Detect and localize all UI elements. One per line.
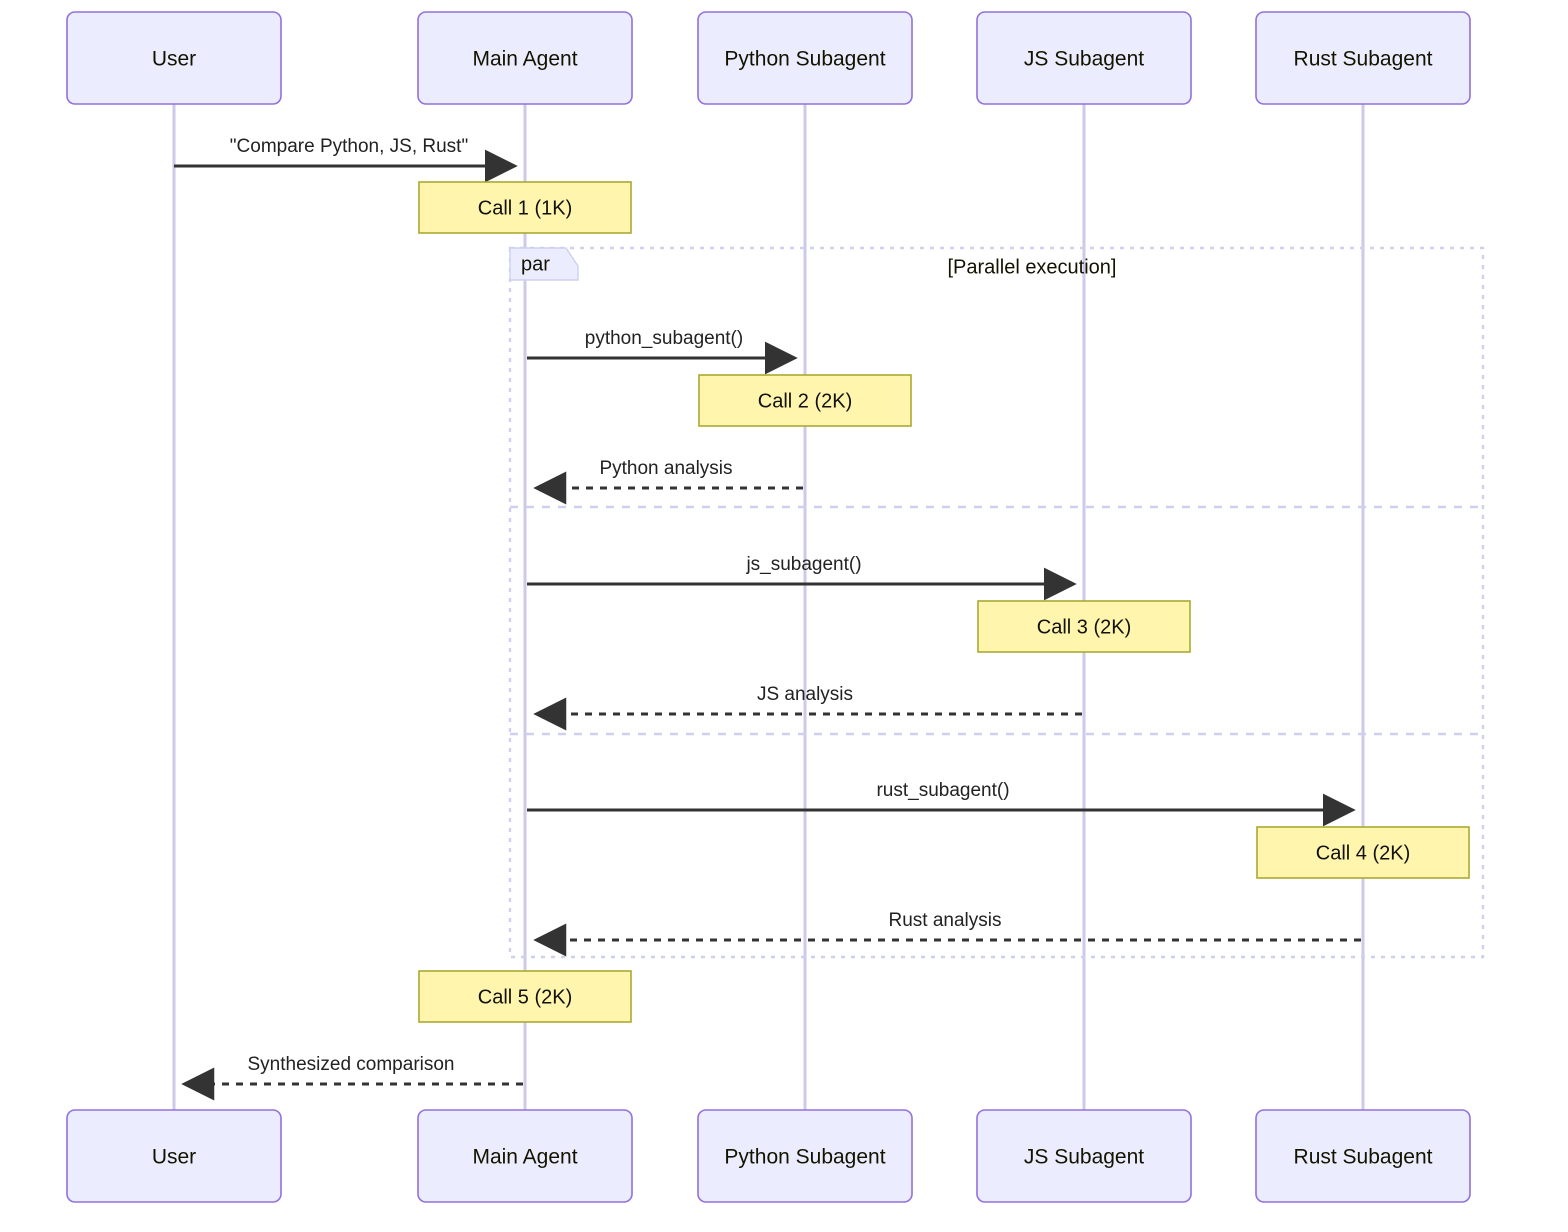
participants-top-group: User Main Agent Python Subagent JS Subag… — [66, 11, 1471, 105]
participant-bottom-python-subagent[interactable]: Python Subagent — [697, 1109, 913, 1203]
participant-box[interactable] — [697, 11, 913, 105]
participant-top-python-subagent[interactable]: Python Subagent — [697, 11, 913, 105]
note-box — [1256, 826, 1470, 879]
participant-top-js-subagent[interactable]: JS Subagent — [976, 11, 1192, 105]
message-rust-subagent-call: rust_subagent() — [527, 780, 1356, 827]
note-call-3: Call 3 (2K) — [977, 600, 1191, 653]
participant-label: Rust Subagent — [1294, 48, 1433, 71]
participant-bottom-js-subagent[interactable]: JS Subagent — [976, 1109, 1192, 1203]
note-call-4: Call 4 (2K) — [1256, 826, 1470, 879]
participant-label: User — [152, 48, 196, 71]
message-compare-request: "Compare Python, JS, Rust" — [174, 136, 518, 183]
messages-group: "Compare Python, JS, Rust" python_subage… — [174, 136, 1361, 1101]
par-frame-tag-label: par — [521, 253, 550, 275]
participants-bottom-group: User Main Agent Python Subagent JS Subag… — [66, 1109, 1471, 1203]
participant-label: User — [152, 1146, 196, 1169]
participant-label: Python Subagent — [724, 48, 885, 71]
message-synthesized-comparison-return: Synthesized comparison — [181, 1054, 523, 1101]
participant-bottom-main-agent[interactable]: Main Agent — [417, 1109, 633, 1203]
participant-label: Main Agent — [472, 48, 577, 71]
participant-bottom-rust-subagent[interactable]: Rust Subagent — [1255, 1109, 1471, 1203]
note-label: Call 1 (1K) — [478, 197, 572, 219]
message-rust-analysis-return: Rust analysis — [533, 910, 1361, 957]
note-box — [418, 970, 632, 1023]
message-label: Synthesized comparison — [248, 1054, 455, 1075]
participant-label: JS Subagent — [1024, 1146, 1144, 1169]
note-label: Call 3 (2K) — [1037, 616, 1131, 638]
message-label: Python analysis — [599, 458, 732, 479]
message-python-analysis-return: Python analysis — [533, 458, 803, 505]
participant-label: Main Agent — [472, 1146, 577, 1169]
message-label: python_subagent() — [585, 328, 743, 349]
note-label: Call 4 (2K) — [1316, 842, 1410, 864]
note-call-5: Call 5 (2K) — [418, 970, 632, 1023]
participant-box[interactable] — [1255, 11, 1471, 105]
note-call-1: Call 1 (1K) — [418, 181, 632, 234]
note-box — [698, 374, 912, 427]
notes-group: Call 1 (1K) Call 2 (2K) Call 3 (2K) Call… — [418, 181, 1470, 1023]
participant-label: JS Subagent — [1024, 48, 1144, 71]
note-label: Call 5 (2K) — [478, 986, 572, 1008]
message-js-subagent-call: js_subagent() — [527, 554, 1077, 601]
message-label: "Compare Python, JS, Rust" — [230, 136, 468, 157]
note-call-2: Call 2 (2K) — [698, 374, 912, 427]
note-label: Call 2 (2K) — [758, 390, 852, 412]
participant-box[interactable] — [417, 11, 633, 105]
message-label: JS analysis — [757, 684, 853, 705]
participant-box[interactable] — [66, 11, 282, 105]
message-python-subagent-call: python_subagent() — [527, 328, 798, 375]
participant-box[interactable] — [976, 1109, 1192, 1203]
participant-label: Python Subagent — [724, 1146, 885, 1169]
participant-box[interactable] — [976, 11, 1192, 105]
participant-label: Rust Subagent — [1294, 1146, 1433, 1169]
participant-box[interactable] — [417, 1109, 633, 1203]
participant-box[interactable] — [697, 1109, 913, 1203]
par-frame-tag-box — [509, 247, 579, 281]
message-label: rust_subagent() — [876, 780, 1009, 801]
note-box — [977, 600, 1191, 653]
participant-top-user[interactable]: User — [66, 11, 282, 105]
par-frame-title-label: [Parallel execution] — [948, 256, 1117, 278]
message-js-analysis-return: JS analysis — [533, 684, 1082, 731]
message-label: js_subagent() — [745, 554, 861, 575]
par-frame: par [Parallel execution] — [508, 246, 1485, 959]
note-box — [418, 181, 632, 234]
participant-box[interactable] — [1255, 1109, 1471, 1203]
participant-top-rust-subagent[interactable]: Rust Subagent — [1255, 11, 1471, 105]
participant-box[interactable] — [66, 1109, 282, 1203]
participant-top-main-agent[interactable]: Main Agent — [417, 11, 633, 105]
participant-bottom-user[interactable]: User — [66, 1109, 282, 1203]
message-label: Rust analysis — [889, 910, 1002, 931]
